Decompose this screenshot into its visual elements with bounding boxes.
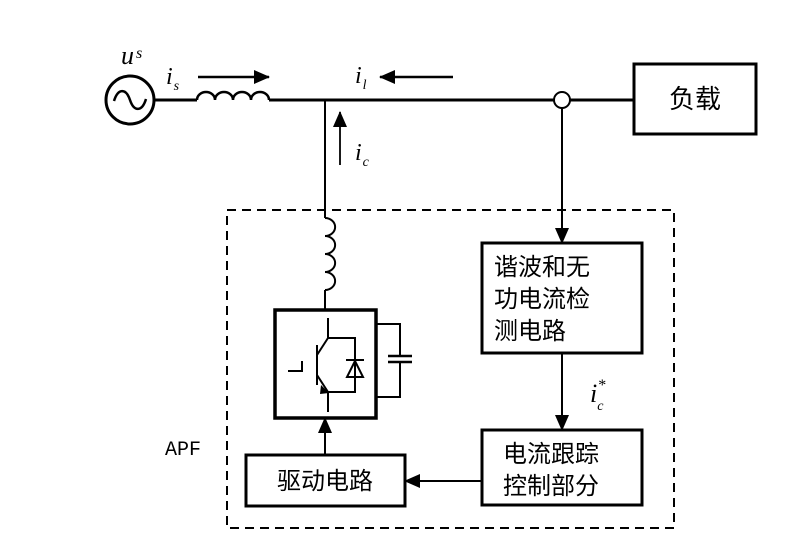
- detection-block: [480, 241, 644, 355]
- current-is-label: is: [166, 64, 180, 94]
- driver-block: [244, 453, 407, 508]
- apf-label: APF: [165, 439, 201, 462]
- series-inductor: [195, 90, 271, 101]
- current-il-label: il: [355, 63, 367, 93]
- current-ic-label: ic: [355, 140, 370, 170]
- detection-line-1: 谐波和无: [494, 253, 590, 281]
- apf-boundary: [226, 209, 675, 529]
- driver-label: 驱动电路: [277, 467, 373, 495]
- current-sensor: [553, 91, 571, 109]
- load-box: [632, 62, 758, 136]
- tracking-control-block: [480, 428, 644, 507]
- detection-line-3: 测电路: [494, 317, 566, 345]
- capacitor-wires: [376, 323, 401, 398]
- tracking-line-2: 控制部分: [503, 472, 599, 500]
- tracking-line-1: 电流跟踪: [503, 440, 599, 468]
- sine-wave-icon: [112, 89, 148, 111]
- filter-inductor: [324, 217, 337, 291]
- inverter-igbt: [273, 308, 378, 420]
- diode-icon: [345, 358, 365, 378]
- load-label: 负载: [669, 85, 721, 115]
- ac-source: [104, 74, 156, 126]
- reference-current-label: ic*: [590, 377, 605, 414]
- inverter-box: [273, 308, 378, 420]
- detection-line-2: 功电流检: [494, 285, 590, 313]
